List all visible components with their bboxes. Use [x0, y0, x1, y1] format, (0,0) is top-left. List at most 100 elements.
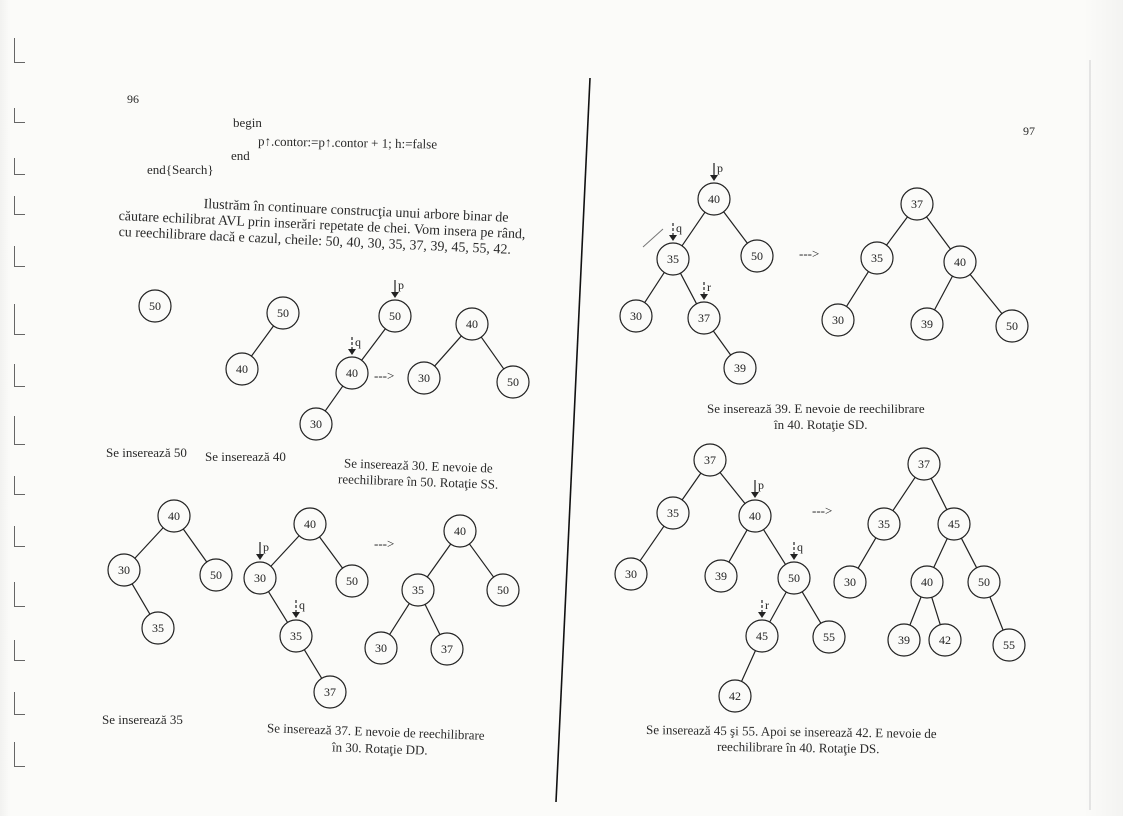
binding-mark [14, 742, 25, 767]
tree-node-37: 37 [430, 632, 464, 666]
binding-mark [14, 108, 25, 123]
node-key: 37 [918, 457, 930, 471]
binding-mark [14, 246, 25, 267]
node-key: 50 [978, 575, 990, 589]
tree-edge [434, 335, 462, 367]
node-key: 40 [346, 366, 358, 380]
tree-node-50: 50 [486, 573, 520, 607]
pointer-p-arrow: p [751, 478, 764, 498]
node-circle [937, 507, 971, 541]
tree-node-30: 30 [107, 553, 141, 587]
tree-node-40: 40 [943, 245, 977, 279]
node-circle [199, 558, 233, 592]
tree-edge [931, 597, 941, 625]
node-circle [887, 623, 921, 657]
node-circle [723, 351, 757, 385]
tree-node-39: 39 [910, 307, 944, 341]
tree-node-50: 50 [967, 565, 1001, 599]
code-end: end [231, 148, 250, 163]
node-key: 35 [667, 506, 679, 520]
tree-edge [926, 216, 951, 250]
pointer-r-arrow: r [700, 280, 711, 300]
tree-node-35: 35 [860, 241, 894, 275]
node-circle [335, 356, 369, 390]
binding-mark [14, 692, 25, 715]
node-key: 37 [441, 642, 453, 656]
node-circle [443, 514, 477, 548]
tree-node-45: 45 [937, 507, 971, 541]
node-circle [279, 619, 313, 653]
node-key: 40 [921, 575, 933, 589]
pointer-q-arrow: q [292, 598, 305, 618]
node-key: 45 [948, 517, 960, 531]
tree-edge [801, 591, 822, 624]
node-key: 39 [921, 317, 933, 331]
pointer-r-arrow: r [758, 598, 769, 618]
node-key: 35 [412, 583, 424, 597]
tree-edge [933, 538, 948, 568]
tree-edge [712, 330, 732, 356]
node-key: 40 [454, 524, 466, 538]
tree-node-35: 35 [279, 619, 313, 653]
tree-node-50: 50 [138, 289, 172, 323]
caption-insert-40: Se inserează 40 [205, 449, 286, 464]
tree-node-40: 40 [910, 565, 944, 599]
binding-mark [14, 304, 25, 335]
pointer-p-arrow: p [256, 540, 269, 560]
node-key: 55 [823, 630, 835, 644]
node-key: 42 [729, 689, 741, 703]
tree-edge [267, 591, 289, 623]
tree-node-50: 50 [266, 296, 300, 330]
node-circle [745, 619, 779, 653]
tree-node-37: 37 [693, 443, 727, 477]
node-circle [225, 352, 259, 386]
tree-node-50: 50 [777, 561, 811, 595]
pointer-label: q [797, 540, 803, 554]
node-circle [740, 239, 774, 273]
binding-mark [14, 364, 25, 387]
node-circle [407, 361, 441, 395]
tree-edge [933, 275, 954, 311]
node-key: 35 [878, 517, 890, 531]
tree-node-50: 50 [378, 299, 412, 333]
pointer-label: r [765, 598, 769, 612]
node-key: 35 [871, 251, 883, 265]
node-key: 50 [1006, 319, 1018, 333]
tree-edge [930, 478, 948, 510]
binding-mark [14, 582, 25, 607]
node-circle [967, 565, 1001, 599]
node-key: 39 [734, 361, 746, 375]
caption-insert-50: Se inserează 50 [106, 445, 187, 460]
tree-node-37: 37 [907, 447, 941, 481]
node-key: 40 [168, 509, 180, 523]
page-number-left: 96 [127, 92, 139, 106]
tree-node-37: 37 [900, 187, 934, 221]
tree-node-50: 50 [496, 365, 530, 399]
node-circle [833, 565, 867, 599]
node-key: 30 [375, 641, 387, 655]
tree-edge [324, 385, 344, 412]
node-key: 39 [715, 569, 727, 583]
node-key: 50 [507, 375, 519, 389]
pointer-label: q [676, 221, 682, 235]
node-key: 30 [310, 417, 322, 431]
tree-node-30: 30 [364, 631, 398, 665]
node-circle [992, 628, 1026, 662]
node-circle [928, 623, 962, 657]
tree-edge [389, 603, 410, 635]
transform-arrow: ---> [374, 368, 394, 383]
tree-node-30: 30 [833, 565, 867, 599]
tree-node-40: 40 [225, 352, 259, 386]
node-circle [860, 241, 894, 275]
pointer-label: q [355, 335, 361, 349]
tree-node-30: 30 [407, 361, 441, 395]
node-circle [141, 611, 175, 645]
node-key: 45 [756, 629, 768, 643]
tree-edge [270, 535, 300, 567]
tree-edge [480, 336, 505, 370]
pen-mark [642, 228, 664, 248]
node-circle [812, 620, 846, 654]
pointer-label: p [263, 540, 269, 554]
node-circle [486, 573, 520, 607]
node-circle [656, 496, 690, 530]
